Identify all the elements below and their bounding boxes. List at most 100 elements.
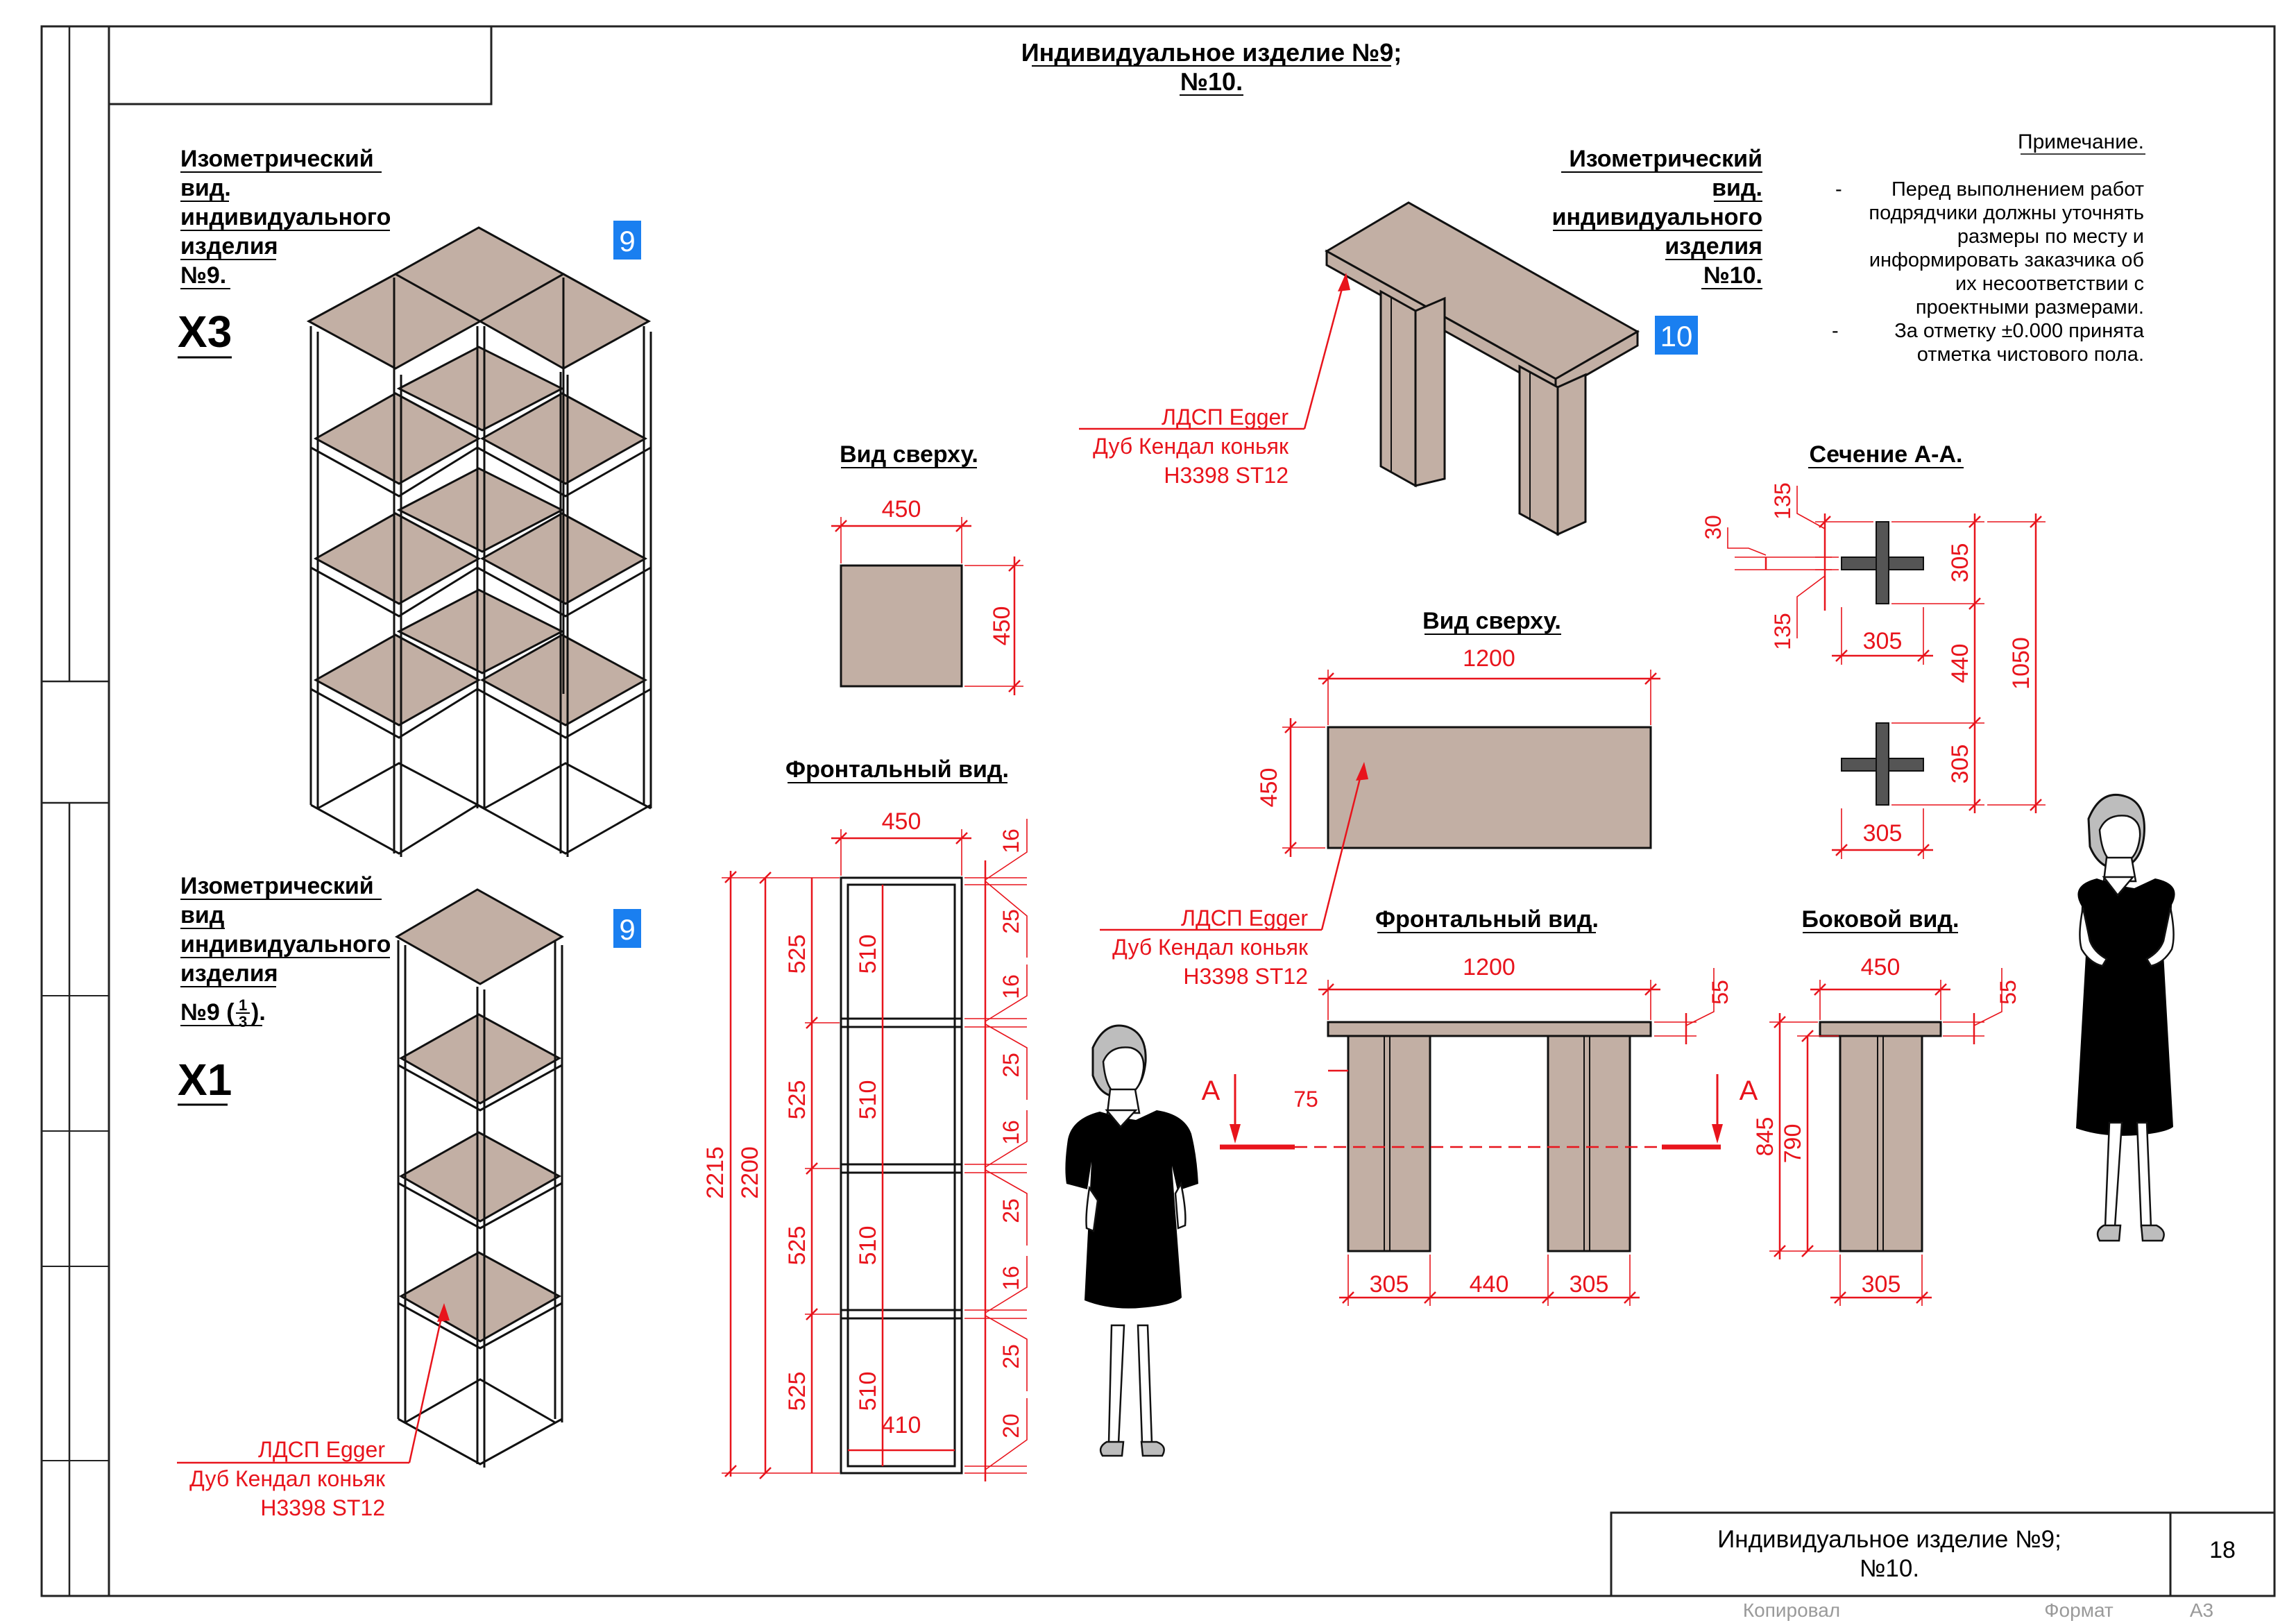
item9-badge (613, 221, 641, 260)
svg-text:305: 305 (1370, 1271, 1409, 1298)
svg-text:25: 25 (998, 1053, 1023, 1078)
person-figure-left (1065, 1024, 1198, 1457)
svg-text:вид: вид (180, 902, 224, 928)
svg-text:16: 16 (998, 1120, 1023, 1145)
svg-text:510: 510 (855, 935, 881, 974)
svg-text:135: 135 (1770, 613, 1795, 649)
item9-top-view-title: Вид сверху. (840, 441, 978, 468)
item10-section-profile-bottom (1841, 722, 1924, 806)
item9-material-line1: ЛДСП Egger (258, 1437, 385, 1462)
item9-badge-text: 9 (619, 225, 635, 257)
item9-iso-triple (306, 226, 652, 857)
svg-text:55: 55 (1708, 980, 1733, 1005)
person-figure-right (2076, 793, 2175, 1242)
sheet-title-line1: Индивидуальное изделие №9; (1021, 38, 1402, 67)
svg-text:№9.: №9. (180, 262, 226, 289)
svg-text:индивидуального: индивидуального (180, 931, 391, 958)
item10-badge (1655, 316, 1698, 355)
item9-single-badge (613, 909, 641, 948)
item10-material-leader (1303, 280, 1345, 430)
item9-iso-single (394, 888, 565, 1468)
item9-front-view-title: Фронтальный вид. (785, 756, 1009, 783)
svg-text:25: 25 (998, 1344, 1023, 1369)
svg-text:№10.: №10. (1703, 262, 1762, 289)
svg-text:845: 845 (1752, 1117, 1778, 1157)
svg-text:305: 305 (1947, 543, 1973, 583)
item10-material-line1: ЛДСП Egger (1162, 405, 1289, 430)
item10-badge-text: 10 (1660, 320, 1693, 352)
svg-text:отметка чистового пола.: отметка чистового пола. (1917, 343, 2144, 366)
svg-text:1200: 1200 (1463, 645, 1515, 672)
item9-fraction-suffix: ). (251, 999, 266, 1026)
item10-top-material-line3: H3398 ST12 (1183, 964, 1308, 989)
svg-text:525: 525 (784, 1080, 810, 1120)
item10-front-dims: 1200 55 75 305 440 305 (1293, 954, 1733, 1306)
svg-text:Изометрический: Изометрический (1569, 146, 1762, 172)
footer-format: Формат (2044, 1599, 2114, 1621)
svg-text:30: 30 (1701, 515, 1726, 540)
svg-text:25: 25 (998, 909, 1023, 934)
item10-iso-title: Изометрический вид. индивидуального изде… (1552, 146, 1762, 289)
svg-text:индивидуального: индивидуального (1552, 204, 1762, 230)
item9-single-quantity: X1 (178, 1055, 232, 1105)
svg-text:вид.: вид. (180, 175, 231, 201)
item9-fraction-num: 1 (239, 996, 247, 1014)
item10-top-material-leader (1320, 770, 1363, 931)
note-item2-marker: - (1832, 320, 1839, 342)
svg-text:510: 510 (855, 1372, 881, 1411)
svg-text:За отметку ±0.000 принята: За отметку ±0.000 принята (1894, 320, 2145, 342)
item9-quantity: X3 (178, 307, 232, 357)
svg-text:510: 510 (855, 1226, 881, 1266)
item10-section-profile-top (1841, 521, 1924, 604)
item9-front-dims: 450 410 2215 2200 525 525 525 525 510 51… (702, 808, 1028, 1481)
svg-text:1200: 1200 (1463, 954, 1515, 980)
item9-material-line2: Дуб Кендал коньяк (189, 1466, 386, 1491)
item10-side-view-title: Боковой вид. (1802, 906, 1959, 933)
svg-text:2215: 2215 (702, 1146, 729, 1199)
svg-text:510: 510 (855, 1080, 881, 1120)
svg-text:305: 305 (1947, 745, 1973, 784)
item9-material-leader (408, 1311, 444, 1463)
svg-text:55: 55 (1996, 980, 2021, 1005)
stamp-title-line1: Индивидуальное изделие №9; (1717, 1526, 2061, 1553)
svg-text:индивидуального: индивидуального (180, 204, 391, 230)
item9-front-frame (840, 876, 963, 1475)
item9-fraction-prefix: №9 ( (180, 999, 235, 1026)
svg-text:их несоответствии с: их несоответствии с (1955, 273, 2144, 295)
svg-text:450: 450 (1256, 768, 1282, 808)
item9-top-dims: 450 450 (831, 496, 1023, 695)
svg-text:информировать заказчика об: информировать заказчика об (1869, 249, 2144, 271)
svg-text:305: 305 (1863, 820, 1903, 847)
svg-text:вид.: вид. (1712, 175, 1762, 201)
svg-text:А: А (1740, 1076, 1758, 1106)
svg-text:16: 16 (998, 974, 1023, 999)
note-item2: За отметку ±0.000 принята отметка чистов… (1894, 320, 2145, 366)
item10-iso-table (1324, 201, 1640, 536)
note-item1: Перед выполнением работ подрядчики должн… (1869, 178, 2144, 318)
svg-text:450: 450 (882, 496, 921, 522)
svg-text:А: А (1202, 1076, 1221, 1106)
item10-front-view-title: Фронтальный вид. (1375, 906, 1599, 933)
svg-text:16: 16 (998, 829, 1023, 853)
svg-text:525: 525 (784, 935, 810, 974)
svg-text:790: 790 (1780, 1124, 1806, 1164)
svg-text:20: 20 (998, 1413, 1023, 1438)
svg-text:размеры по месту и: размеры по месту и (1957, 226, 2144, 248)
item9-top-view-panel (840, 564, 963, 688)
item9-fraction-den: 3 (239, 1013, 247, 1030)
svg-text:305: 305 (1863, 628, 1903, 654)
svg-text:изделия: изделия (180, 233, 278, 260)
svg-text:450: 450 (1861, 954, 1900, 980)
footer-copied: Копировал (1743, 1599, 1840, 1621)
svg-text:525: 525 (784, 1226, 810, 1266)
stamp-title-line2: №10. (1860, 1555, 1919, 1582)
svg-text:16: 16 (998, 1266, 1023, 1291)
page-number: 18 (2209, 1537, 2236, 1563)
footer-format-value: А3 (2190, 1599, 2213, 1621)
note-item1-marker: - (1835, 178, 1842, 201)
item10-top-view-title: Вид сверху. (1422, 608, 1561, 634)
svg-text:440: 440 (1470, 1271, 1509, 1298)
svg-text:1050: 1050 (2008, 637, 2034, 690)
svg-text:75: 75 (1293, 1087, 1318, 1112)
